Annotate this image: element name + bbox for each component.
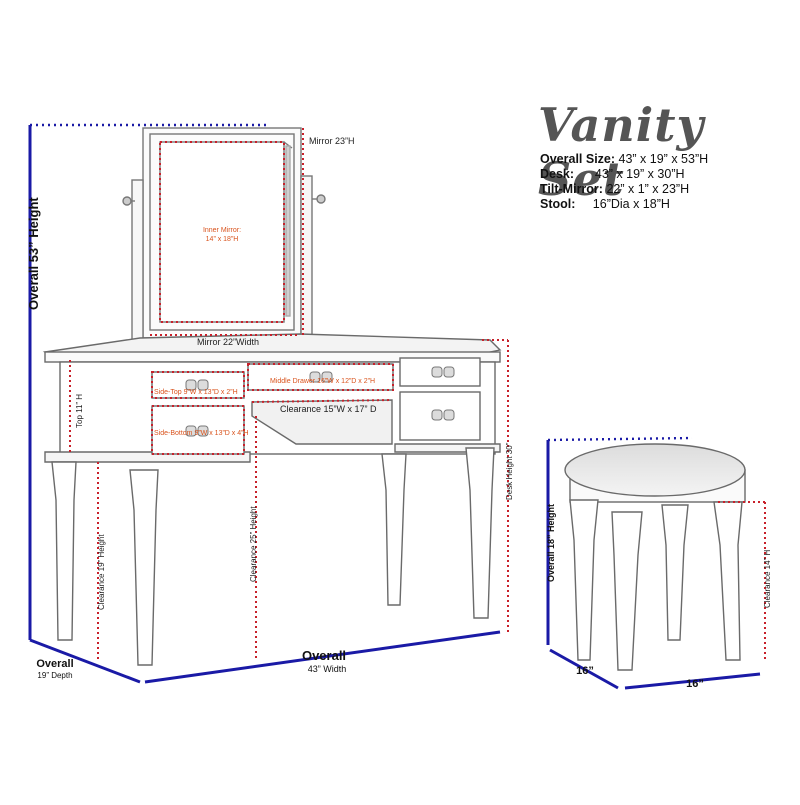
spec-overall-size: Overall Size: 43” x 19” x 53”H xyxy=(540,152,708,167)
spec-value: 43” x 19” x 30”H xyxy=(574,167,685,181)
overall-width-label: Overall xyxy=(302,648,346,663)
blue-dimension-lines xyxy=(28,125,761,690)
spec-tilt-mirror: Tilt-Mirror: 22” x 1” x 23”H xyxy=(540,182,708,197)
overall-height-label: Overall 53” Height xyxy=(26,197,41,310)
stool-height-label: Overall 18” Height xyxy=(546,504,556,582)
overall-depth-value: 19” Depth xyxy=(37,671,72,680)
clearance-15-label: Clearance 15”W x 17” D xyxy=(280,404,377,414)
spec-value: 43” x 19” x 53”H xyxy=(615,152,709,166)
middle-drawer-label: Middle Drawer 16”W x 12”D x 2”H xyxy=(270,378,375,385)
stool-depth-label: 16” xyxy=(576,665,594,677)
red-dimension-lines xyxy=(69,128,766,662)
spec-label: Tilt-Mirror: xyxy=(540,182,603,196)
overall-depth-label: Overall xyxy=(36,658,73,670)
stool-clearance-label: Clearance 14” H xyxy=(763,550,772,608)
side-top-drawer-label: Side-Top 9”W x 13”D x 2”H xyxy=(154,389,238,396)
side-bottom-drawer-label: Side-Bottom 9”W x 13”D x 4”H xyxy=(154,430,249,437)
inner-mirror-label: Inner Mirror: xyxy=(203,227,241,234)
clearance-19-label: Clearance 19” Height xyxy=(97,534,106,610)
spec-value: 22” x 1” x 23”H xyxy=(602,182,690,196)
spec-label: Desk: xyxy=(540,167,575,181)
top-11-label: Top 11” H xyxy=(75,394,84,428)
mirror-height-label: Mirror 23”H xyxy=(309,136,355,146)
stool-width-label: 16” xyxy=(686,678,704,690)
spec-desk: Desk: 43” x 19” x 30”H xyxy=(540,167,708,182)
spec-stool: Stool: 16”Dia x 18”H xyxy=(540,197,708,212)
specs-list: Overall Size: 43” x 19” x 53”H Desk: 43”… xyxy=(540,152,708,212)
stool xyxy=(564,443,746,671)
desk-height-label: Desk Height 30” xyxy=(505,442,514,500)
spec-value: 16”Dia x 18”H xyxy=(575,197,670,211)
inner-mirror-size-label: 14” x 18”H xyxy=(206,236,239,243)
spec-label: Stool: xyxy=(540,197,576,211)
desk xyxy=(42,333,502,666)
mirror-width-label: Mirror 22”Width xyxy=(197,337,259,347)
vanity-set-title: Vanity Set xyxy=(538,98,705,206)
overall-width-value: 43” Width xyxy=(308,664,347,674)
blue-dotted-guides xyxy=(30,123,693,442)
clearance-25-label: Clearance 25” Height xyxy=(249,506,258,582)
tilt-mirror xyxy=(122,127,326,347)
spec-label: Overall Size: xyxy=(540,152,616,166)
